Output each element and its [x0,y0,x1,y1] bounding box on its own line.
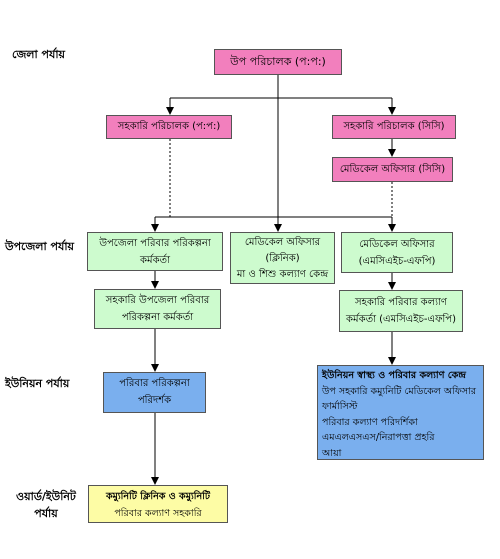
community-clinic-sub: পরিবার কল্যাণ সহকারি [114,508,202,519]
asst-fw-officer-line2: কর্মকর্তা (এমসিএইচ-এফপি) [346,314,456,325]
community-clinic-title: কম্যুনিটি ক্লিনিক ও কম্যুনিটি [105,491,211,502]
level-label-ward-line1: ওয়ার্ড/ইউনিট [16,490,76,503]
deputy-director-label: উপ পরিচালক (প:প:) [230,55,326,68]
mo-clinic-line3: মা ও শিশু কল্যাণ কেন্দ্র [236,269,329,280]
medical-officer-cc-label: মেডিকেল অফিসার (সিসি) [339,164,446,175]
level-label-union: ইউনিয়ন পর্যায় [5,377,70,390]
level-label-ward-line2: পর্যায় [34,507,58,520]
asst-fw-officer-line1: সহকারি পরিবার কল্যাণ [355,297,447,308]
mo-mch-fp-box: মেডিকেল অফিসার (এমসিএইচ-এফপি) [341,232,453,273]
asst-director-fp-box: সহকারি পরিচালক (প:প:) [106,115,232,139]
mo-clinic-box: মেডিকেল অফিসার (ক্লিনিক) মা ও শিশু কল্যা… [230,232,335,284]
level-label-district: জেলা পর্যায় [12,48,65,61]
fp-inspector-box: পরিবার পরিকল্পনা পরিদর্শক [103,372,206,413]
medical-officer-cc-box: মেডিকেল অফিসার (সিসি) [332,157,453,182]
mo-mch-fp-line2: (এমসিএইচ-এফপি) [358,256,436,267]
union-center-item: আয়া [322,447,342,459]
asst-director-cc-box: সহকারি পরিচালক (সিসি) [332,115,456,139]
union-center-item: উপ সহকারি কম্যুনিটি মেডিকেল অফিসার [322,385,477,397]
union-center-item: এমএলএসএস/নিরাপত্তা প্রহরি [322,432,435,443]
upazila-fp-officer-line2: কর্মকর্তা [140,255,170,266]
mo-clinic-line2: (ক্লিনিক) [265,253,300,264]
union-center-item: পরিবার কল্যাণ পরিদর্শিকা [322,416,418,428]
mo-clinic-line1: মেডিকেল অফিসার [244,237,321,248]
asst-upazila-fp-line2: পরিকল্পনা কর্মকর্তা [121,312,194,323]
upazila-fp-officer-line1: উপজেলা পরিবার পরিকল্পনা [99,238,211,249]
asst-upazila-fp-officer-box: সহকারি উপজেলা পরিবার পরিকল্পনা কর্মকর্তা [94,289,221,329]
deputy-director-box: উপ পরিচালক (প:প:) [214,49,342,75]
union-health-center-box: ইউনিয়ন স্বাস্থ্য ও পরিবার কল্যাণ কেন্দ্… [317,365,484,460]
level-label-ward: ওয়ার্ড/ইউনিট পর্যায় [4,488,88,522]
fp-inspector-line2: পরিদর্শক [137,395,172,406]
union-center-item: ফার্মাসিস্ট [322,401,358,412]
mo-mch-fp-line1: মেডিকেল অফিসার [359,239,435,250]
union-center-title: ইউনিয়ন স্বাস্থ্য ও পরিবার কল্যাণ কেন্দ্… [322,370,466,381]
asst-director-fp-label: সহকারি পরিচালক (প:প:) [117,121,221,132]
level-label-upazila: উপজেলা পর্যায় [5,240,74,253]
upazila-fp-officer-box: উপজেলা পরিবার পরিকল্পনা কর্মকর্তা [87,232,223,271]
asst-upazila-fp-line1: সহকারি উপজেলা পরিবার [105,295,210,306]
community-clinic-box: কম্যুনিটি ক্লিনিক ও কম্যুনিটি পরিবার কল্… [88,485,228,523]
asst-director-cc-label: সহকারি পরিচালক (সিসি) [343,121,445,132]
fp-inspector-line1: পরিবার পরিকল্পনা [119,378,190,389]
asst-fw-officer-box: সহকারি পরিবার কল্যাণ কর্মকর্তা (এমসিএইচ-… [339,290,463,332]
